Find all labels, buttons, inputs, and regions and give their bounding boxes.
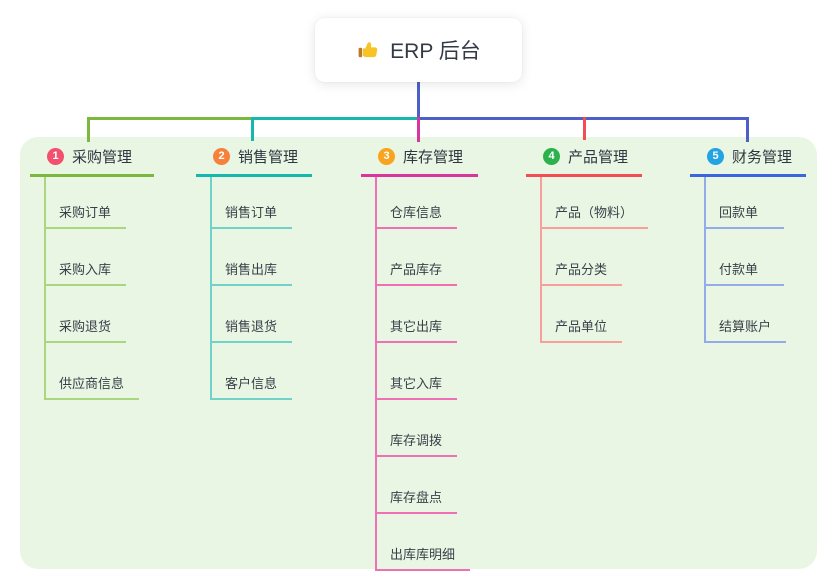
branch-title[interactable]: 2 销售管理 xyxy=(196,146,312,177)
child-node-label: 结算账户 xyxy=(719,319,772,334)
branch-children: 采购订单 采购入库 采购退货 供应商信息 xyxy=(44,177,154,400)
child-node[interactable]: 库存调拨 xyxy=(377,400,458,457)
branch-label: 产品管理 xyxy=(568,149,629,166)
child-node[interactable]: 销售出库 xyxy=(212,229,293,286)
child-node-label: 产品分类 xyxy=(555,262,608,277)
branch-title[interactable]: 1 采购管理 xyxy=(30,146,154,177)
child-node-label: 采购订单 xyxy=(59,205,112,220)
child-node-label: 客户信息 xyxy=(225,376,278,391)
connector-drop-branch-3 xyxy=(417,117,420,142)
branch-title[interactable]: 5 财务管理 xyxy=(690,146,806,177)
child-node[interactable]: 回款单 xyxy=(706,177,784,229)
child-node-label: 库存盘点 xyxy=(390,490,443,505)
child-node[interactable]: 其它出库 xyxy=(377,286,458,343)
branch-number-badge: 2 xyxy=(213,148,230,165)
child-node[interactable]: 出库库明细 xyxy=(377,514,471,571)
branch-finance: 5 财务管理 回款单 付款单 结算账户 xyxy=(690,146,806,343)
connector-drop-branch-1 xyxy=(87,117,90,142)
child-node-label: 产品单位 xyxy=(555,319,608,334)
child-node[interactable]: 仓库信息 xyxy=(377,177,458,229)
branch-children: 回款单 付款单 结算账户 xyxy=(704,177,806,343)
child-node-label: 采购退货 xyxy=(59,319,112,334)
branch-label: 财务管理 xyxy=(732,149,793,166)
branch-number-badge: 1 xyxy=(47,148,64,165)
child-node[interactable]: 产品（物料） xyxy=(542,177,649,229)
child-node-label: 回款单 xyxy=(719,205,759,220)
child-node-label: 仓库信息 xyxy=(390,205,443,220)
branch-number-badge: 5 xyxy=(707,148,724,165)
branch-label: 库存管理 xyxy=(403,149,464,166)
child-node[interactable]: 采购订单 xyxy=(46,177,127,229)
child-node-label: 出库库明细 xyxy=(390,547,456,562)
branch-number-badge: 3 xyxy=(378,148,395,165)
branch-number-badge: 4 xyxy=(543,148,560,165)
child-node[interactable]: 销售订单 xyxy=(212,177,293,229)
branch-title[interactable]: 4 产品管理 xyxy=(526,146,642,177)
branch-inventory: 3 库存管理 仓库信息 产品库存 其它出库 其它入库 库存调拨 库存盘点 出库库… xyxy=(361,146,478,571)
child-node[interactable]: 客户信息 xyxy=(212,343,293,400)
connector-root-vertical xyxy=(417,82,420,120)
child-node-label: 销售订单 xyxy=(225,205,278,220)
child-node[interactable]: 结算账户 xyxy=(706,286,787,343)
child-node[interactable]: 供应商信息 xyxy=(46,343,140,400)
child-node-label: 产品库存 xyxy=(390,262,443,277)
branch-purchase: 1 采购管理 采购订单 采购入库 采购退货 供应商信息 xyxy=(30,146,154,400)
child-node[interactable]: 产品分类 xyxy=(542,229,623,286)
branch-title[interactable]: 3 库存管理 xyxy=(361,146,478,177)
child-node[interactable]: 其它入库 xyxy=(377,343,458,400)
background-panel xyxy=(20,137,817,569)
child-node-label: 产品（物料） xyxy=(555,205,634,220)
branch-label: 销售管理 xyxy=(238,149,299,166)
root-node-label: ERP 后台 xyxy=(390,40,481,63)
branch-children: 仓库信息 产品库存 其它出库 其它入库 库存调拨 库存盘点 出库库明细 xyxy=(375,177,478,571)
connector-bus-left-teal xyxy=(252,117,418,120)
thumbs-up-icon xyxy=(356,38,380,62)
branch-product: 4 产品管理 产品（物料） 产品分类 产品单位 xyxy=(526,146,649,343)
child-node-label: 付款单 xyxy=(719,262,759,277)
branch-sales: 2 销售管理 销售订单 销售出库 销售退货 客户信息 xyxy=(196,146,312,400)
child-node-label: 其它入库 xyxy=(390,376,443,391)
child-node[interactable]: 库存盘点 xyxy=(377,457,458,514)
connector-drop-branch-4 xyxy=(583,117,586,140)
child-node[interactable]: 付款单 xyxy=(706,229,784,286)
child-node-label: 供应商信息 xyxy=(59,376,125,391)
child-node-label: 销售退货 xyxy=(225,319,278,334)
child-node-label: 库存调拨 xyxy=(390,433,443,448)
branch-children: 销售订单 销售出库 销售退货 客户信息 xyxy=(210,177,312,400)
root-node[interactable]: ERP 后台 xyxy=(315,18,522,82)
connector-drop-branch-2 xyxy=(251,117,254,141)
branch-children: 产品（物料） 产品分类 产品单位 xyxy=(540,177,649,343)
child-node[interactable]: 销售退货 xyxy=(212,286,293,343)
connector-drop-branch-5 xyxy=(746,117,749,142)
child-node[interactable]: 产品库存 xyxy=(377,229,458,286)
child-node-label: 销售出库 xyxy=(225,262,278,277)
child-node-label: 其它出库 xyxy=(390,319,443,334)
branch-label: 采购管理 xyxy=(72,149,133,166)
child-node[interactable]: 产品单位 xyxy=(542,286,623,343)
child-node[interactable]: 采购退货 xyxy=(46,286,127,343)
child-node[interactable]: 采购入库 xyxy=(46,229,127,286)
connector-bus-left-green xyxy=(87,117,254,120)
child-node-label: 采购入库 xyxy=(59,262,112,277)
